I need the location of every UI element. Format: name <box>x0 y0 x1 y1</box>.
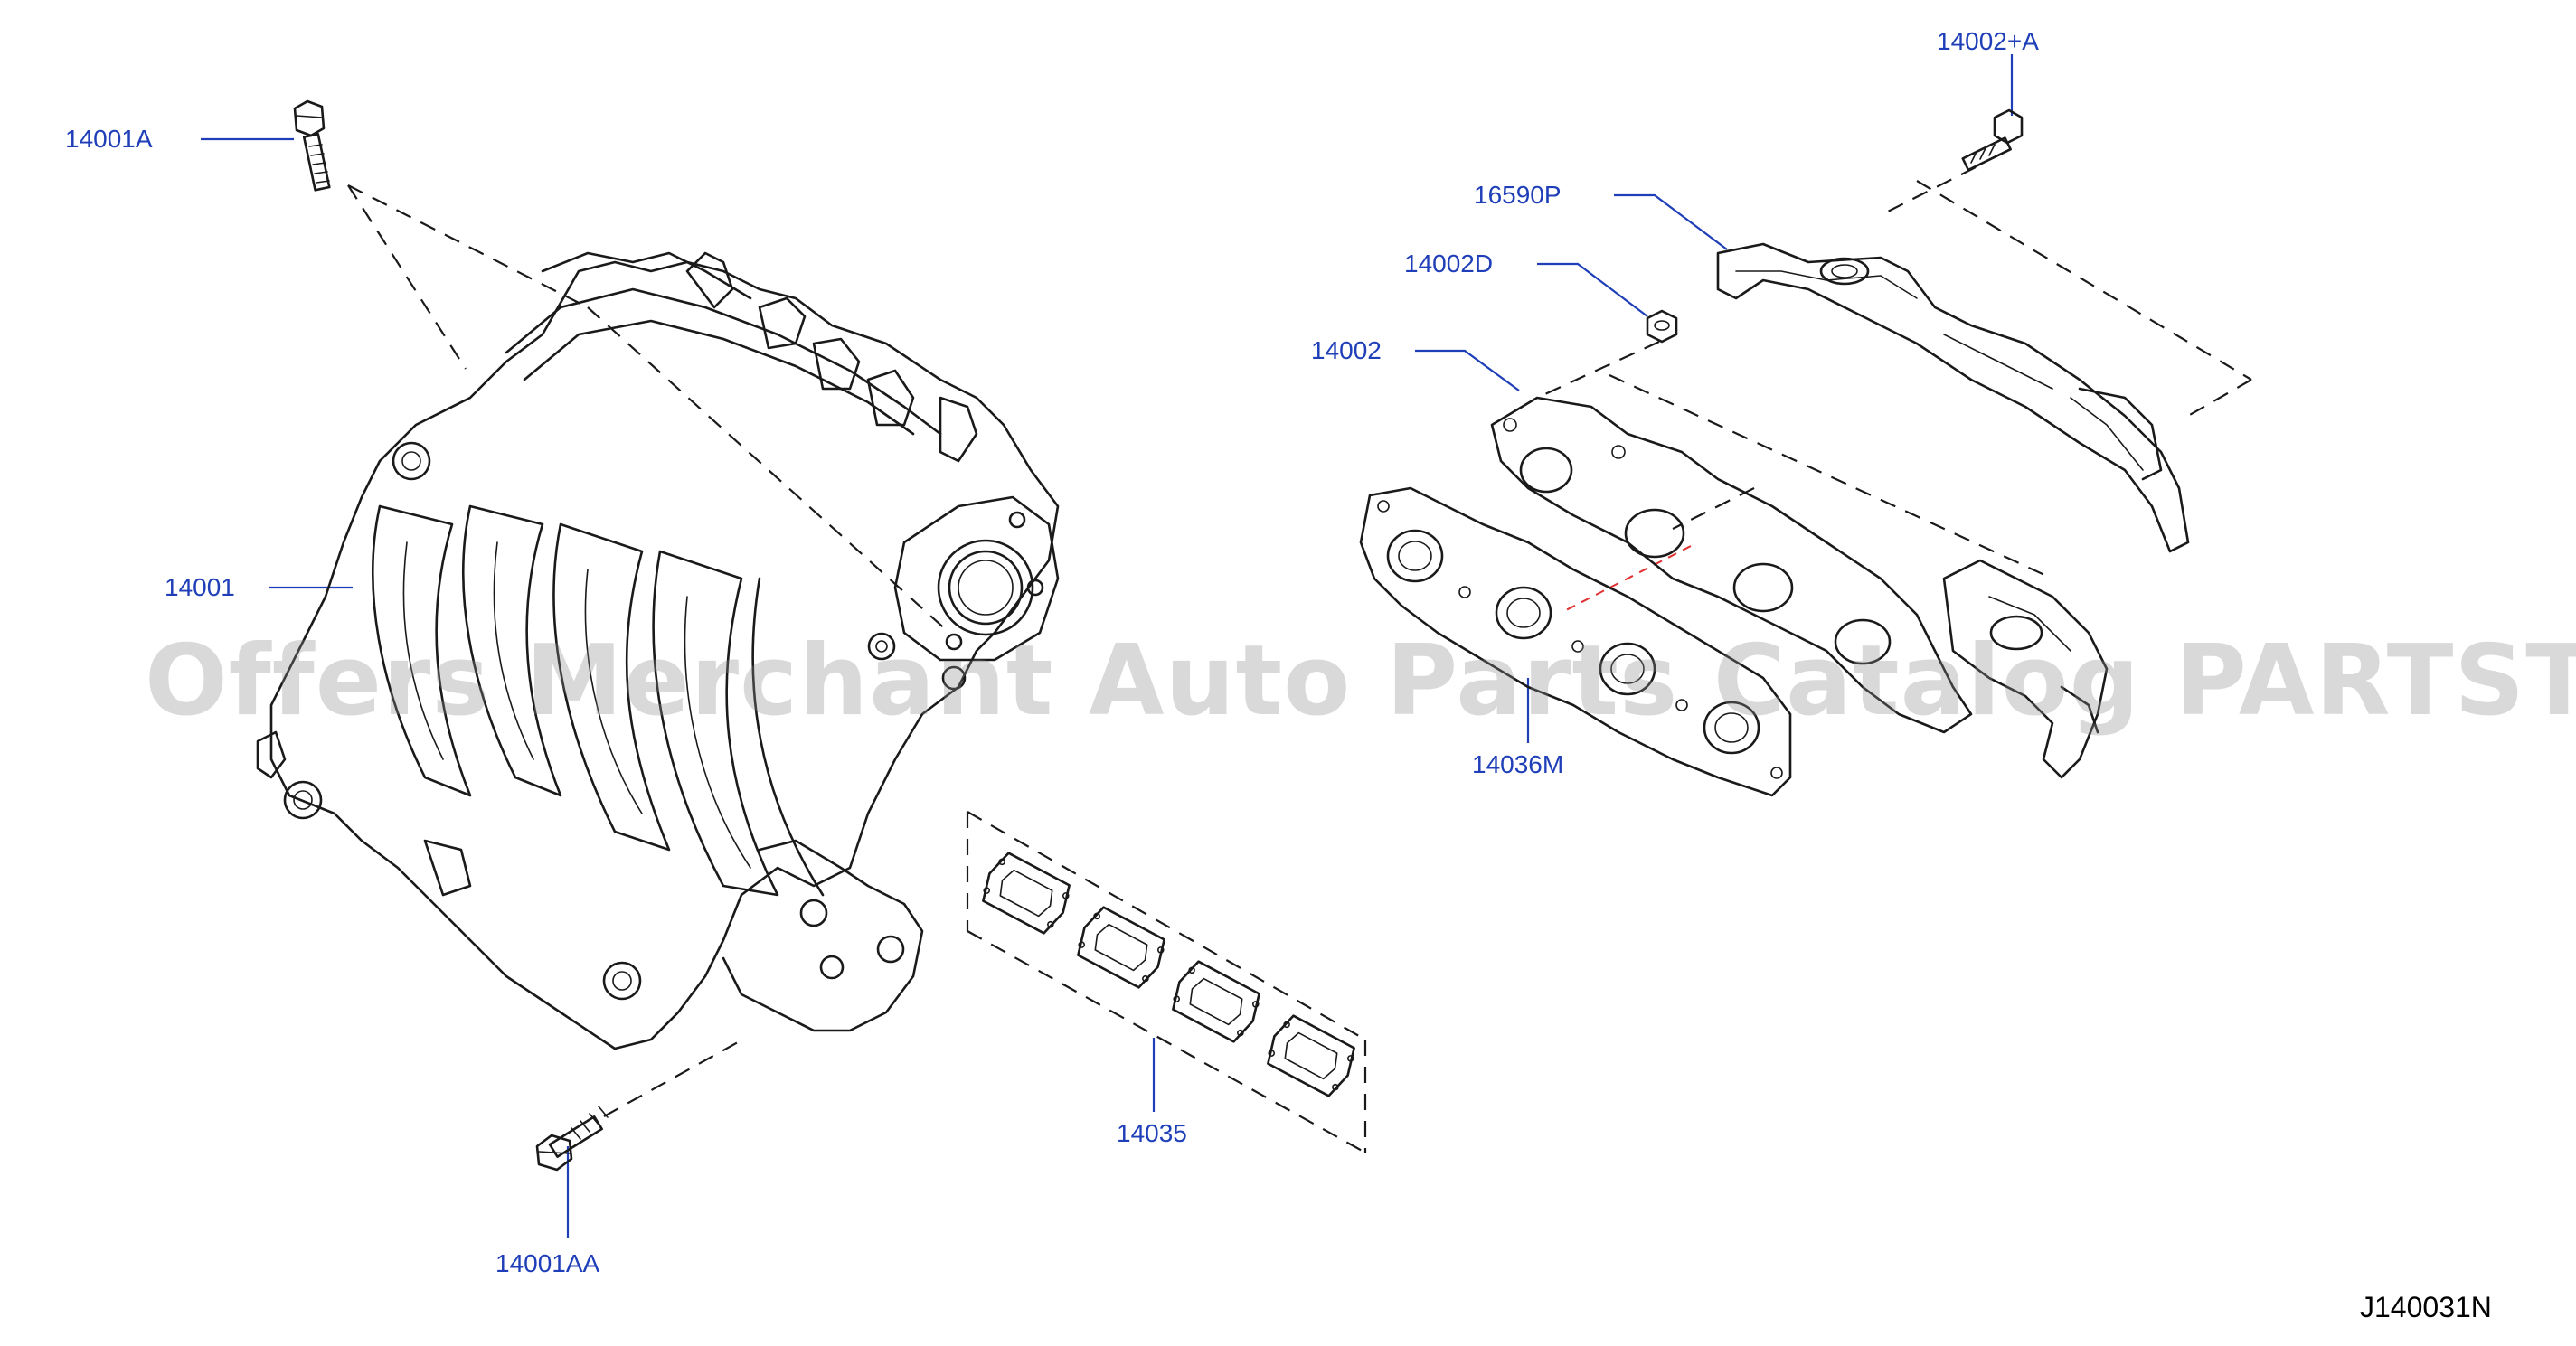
gasket-set-14035 <box>982 852 1355 1097</box>
leader-16590P <box>1614 193 1728 250</box>
callout-14001AA[interactable]: 14001AA <box>495 1249 600 1277</box>
callout-14002plusA[interactable]: 14002+A <box>1937 27 2039 55</box>
assembly-dash-lines <box>347 166 2252 1153</box>
bolt-14001AA <box>535 1106 609 1172</box>
leader-14002 <box>1415 349 1520 391</box>
watermark: Offers Merchant Auto Parts Catalog PARTS… <box>145 625 2576 738</box>
callout-16590P[interactable]: 16590P <box>1474 181 1562 209</box>
callout-14001[interactable]: 14001 <box>165 573 235 601</box>
leader-14002D <box>1537 262 1648 317</box>
exhaust-manifold-14002 <box>1490 396 2109 779</box>
callout-14001A[interactable]: 14001A <box>65 125 153 153</box>
callout-14036M[interactable]: 14036M <box>1472 750 1564 778</box>
callout-14002D[interactable]: 14002D <box>1404 249 1494 278</box>
callout-14002[interactable]: 14002 <box>1311 336 1382 364</box>
bolt-14001A <box>293 99 331 192</box>
nut-14002D <box>1646 309 1678 344</box>
callout-14035[interactable]: 14035 <box>1117 1119 1187 1147</box>
intake-manifold-14001 <box>256 251 1060 1050</box>
exhaust-gasket-14036M <box>1359 486 1792 797</box>
bolt-14002plusA <box>1961 108 2024 172</box>
diagram-code: J140031N <box>2360 1291 2492 1323</box>
heat-shield-16590P <box>1716 242 2190 553</box>
